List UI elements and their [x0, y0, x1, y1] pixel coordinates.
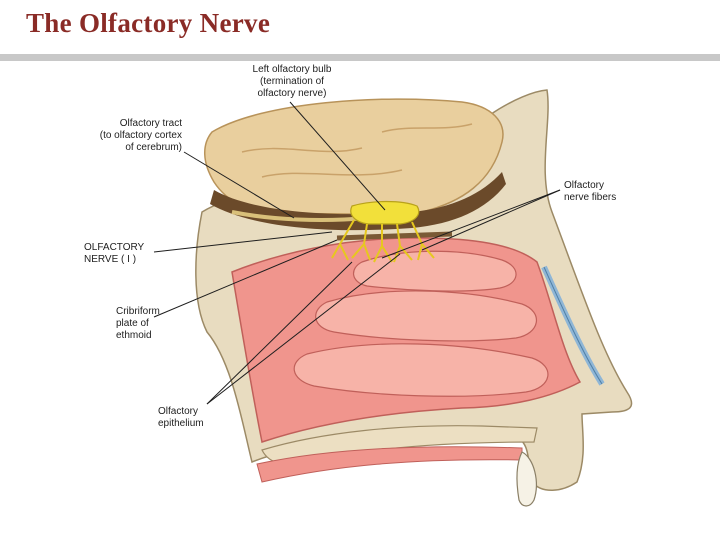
dura-band — [210, 172, 506, 231]
slide-title: The Olfactory Nerve — [26, 8, 271, 38]
olfactory-anatomy-illustration: Left olfactory bulb (termination of olfa… — [82, 62, 642, 522]
label-olfactory-tract: Olfactory tract (to olfactory cortex of … — [82, 118, 182, 154]
middle-concha — [315, 290, 538, 342]
label-olfactory-nerve-line1: OLFACTORY — [84, 242, 145, 253]
leader-lines — [153, 101, 561, 405]
label-olfactory-bulb-line1: Left olfactory bulb — [252, 64, 332, 75]
label-olfactory-tract-line3: of cerebrum) — [125, 142, 182, 153]
label-olfactory-bulb: Left olfactory bulb (termination of olfa… — [227, 64, 357, 100]
label-olfactory-tract-line2: (to olfactory cortex — [99, 130, 182, 141]
label-cribriform-line1: Cribriform — [116, 306, 160, 317]
olfactory-nerve-fibers — [331, 219, 435, 263]
label-olfactory-epithelium: Olfactory epithelium — [158, 406, 248, 430]
label-cribriform-line2: plate of — [116, 318, 149, 329]
label-olfactory-nerve: OLFACTORY NERVE ( I ) — [84, 242, 174, 266]
inferior-concha — [293, 343, 549, 397]
nasal-cartilage-outline — [543, 266, 603, 385]
label-epithelium-line1: Olfactory — [158, 406, 199, 417]
label-olfactory-bulb-line2: (termination of — [260, 76, 324, 87]
anatomy-drawing — [153, 89, 642, 520]
brain-gyri — [241, 123, 473, 178]
label-nerve-fibers-line1: Olfactory — [564, 180, 605, 191]
label-cribriform-line3: ethmoid — [116, 330, 152, 341]
label-cribriform-plate: Cribriform plate of ethmoid — [116, 306, 196, 342]
incisor-tooth — [516, 451, 537, 507]
title-divider — [0, 54, 720, 61]
cerebrum — [204, 98, 504, 216]
label-epithelium-line2: epithelium — [158, 418, 204, 429]
label-olfactory-nerve-fibers: Olfactory nerve fibers — [564, 180, 642, 204]
label-nerve-fibers-line2: nerve fibers — [564, 192, 617, 203]
olfactory-bulb — [350, 200, 420, 225]
cribriform-plate — [336, 231, 453, 241]
label-olfactory-tract-line1: Olfactory tract — [119, 118, 182, 129]
label-olfactory-bulb-line3: olfactory nerve) — [257, 88, 327, 99]
olfactory-tract — [231, 210, 368, 222]
label-olfactory-nerve-line2: NERVE ( I ) — [84, 254, 137, 265]
